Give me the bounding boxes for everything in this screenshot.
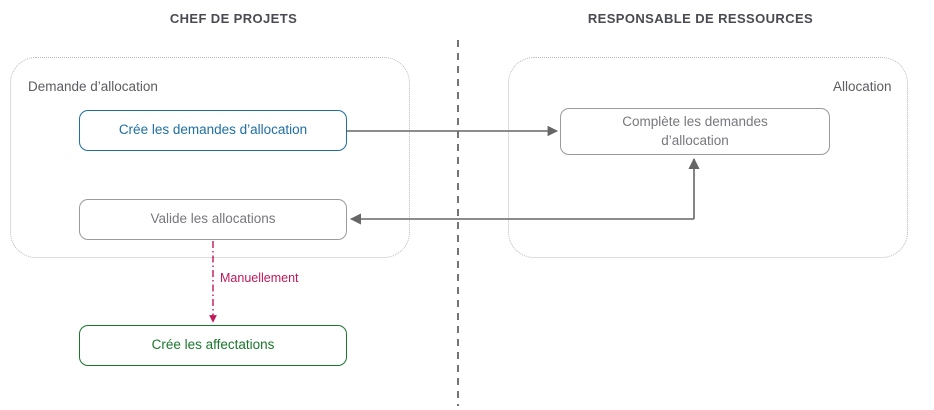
phase-container-demande-allocation — [10, 57, 410, 258]
phase-label-allocation: Allocation — [833, 79, 892, 94]
lane-title-chef-de-projets: CHEF DE PROJETS — [169, 11, 298, 26]
phase-label-demande-allocation: Demande d’allocation — [28, 79, 158, 94]
task-valide-les-allocations[interactable]: Valide les allocations — [79, 199, 347, 240]
lane-title-responsable-de-ressources: RESPONSABLE DE RESSOURCES — [587, 11, 814, 26]
task-complete-line-2: d’allocation — [661, 132, 729, 148]
task-cree-les-demandes-dallocation[interactable]: Crée les demandes d’allocation — [79, 110, 347, 151]
task-complete-les-demandes-dallocation[interactable]: Complète les demandes d’allocation — [560, 108, 830, 155]
task-cree-les-affectations[interactable]: Crée les affectations — [79, 325, 347, 366]
manual-flow-label: Manuellement — [220, 271, 299, 285]
phase-container-allocation — [508, 57, 908, 258]
task-complete-line-1: Complète les demandes — [622, 114, 768, 130]
